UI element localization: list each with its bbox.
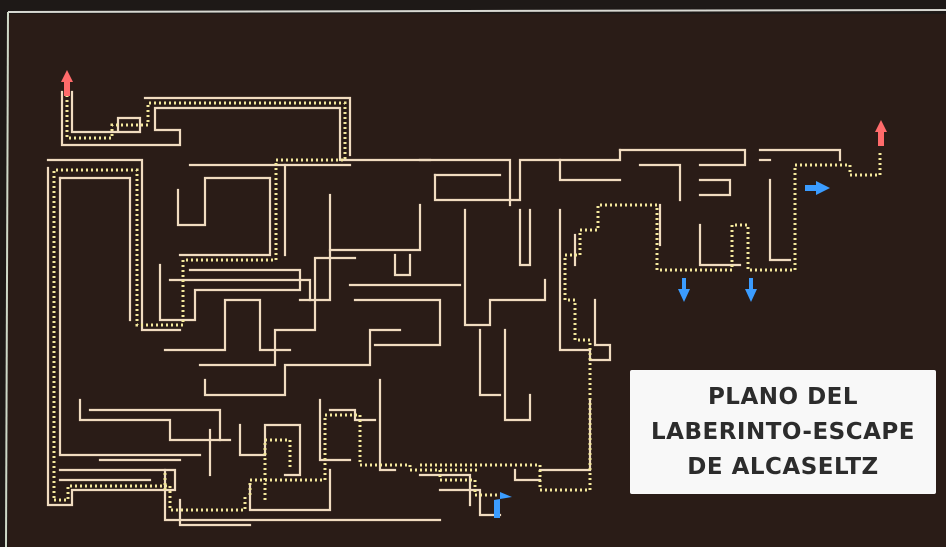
title-line-1: PLANO DEL xyxy=(708,380,858,415)
map-title-box: PLANO DEL LABERINTO-ESCAPE DE ALCASELTZ xyxy=(630,370,936,494)
title-line-2: LABERINTO-ESCAPE xyxy=(651,415,915,450)
title-line-3: DE ALCASELTZ xyxy=(687,450,878,485)
